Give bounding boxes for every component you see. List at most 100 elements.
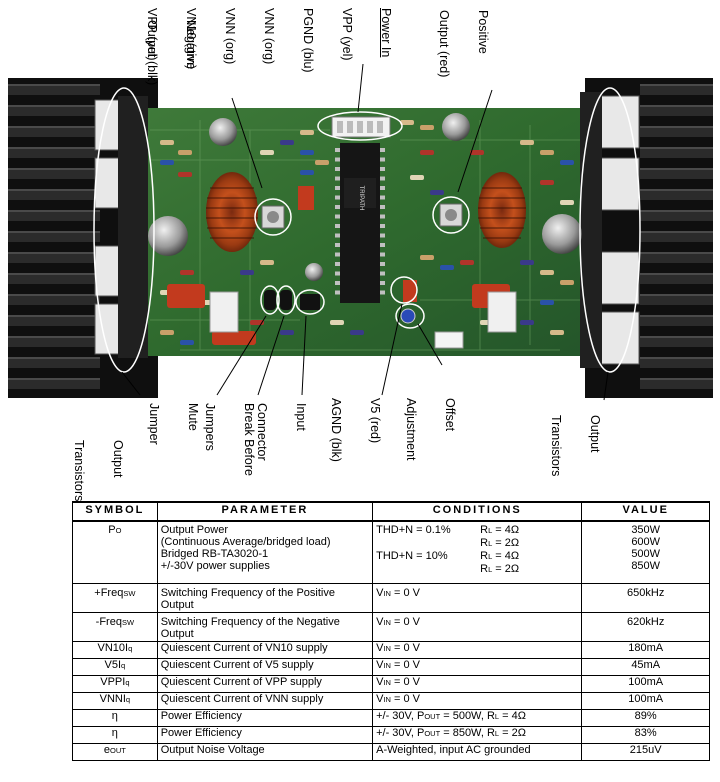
cell-parameter: Quiescent Current of VNN supply <box>156 691 374 710</box>
cell-parameter: Quiescent Current of VPP supply <box>156 674 374 693</box>
capacitor <box>209 118 237 146</box>
power-in-line: VPP (yel) <box>340 8 354 61</box>
label-line: Offset <box>443 398 457 432</box>
table-row: V5Iq Quiescent Current of V5 supply VIN … <box>72 657 710 676</box>
table-row: eOUT Output Noise Voltage A-Weighted, in… <box>72 742 710 761</box>
symbol-subscript: q <box>121 660 126 670</box>
rl-text: R <box>480 550 489 562</box>
cell-symbol: PO <box>72 520 158 584</box>
rl-subscript: L <box>488 565 493 574</box>
label-line: Output (red) <box>437 10 451 78</box>
cell-value: 45mA <box>581 657 710 676</box>
cell-symbol: +FreqSW <box>72 582 158 613</box>
cell-parameter: Power Efficiency <box>156 708 374 727</box>
rl-value: = 2Ω <box>492 537 520 549</box>
cell-conditions: VIN = 0 V <box>372 674 583 693</box>
condition-rest: = 0 V <box>390 692 420 705</box>
condition-line: RL = 2Ω <box>376 537 578 550</box>
label-line: Transistors <box>549 415 563 477</box>
symbol-subscript: q <box>125 694 131 704</box>
label-line: Positive <box>476 10 490 54</box>
cell-symbol: -FreqSW <box>72 611 158 642</box>
break-before-jumper-part <box>280 290 292 310</box>
condition-subscript: OUT <box>424 711 441 721</box>
power-in-line: VNN (org) <box>223 8 237 65</box>
symbol-subscript: OUT <box>110 745 126 755</box>
rl-text: R <box>480 563 489 575</box>
cell-parameter: Output Noise Voltage <box>156 742 374 761</box>
value-line: 850W <box>631 560 661 572</box>
condition-subscript: IN <box>383 617 391 627</box>
cell-value: 215uV <box>581 742 710 761</box>
cell-conditions: VIN = 0 V <box>372 640 583 659</box>
condition-line: THD+N = 0.1% RL = 4Ω <box>376 524 578 537</box>
condition-subscript: IN <box>383 660 391 670</box>
condition-rest: = 850W, R <box>440 726 495 739</box>
condition-text: V <box>376 641 384 654</box>
cell-parameter: Power Efficiency <box>156 725 374 744</box>
power-in-title: Power In <box>379 8 393 58</box>
film-capacitor <box>403 280 417 302</box>
input-connector-part <box>300 294 320 310</box>
condition-text: +/- 30V, P <box>376 709 425 722</box>
condition-rest: = 0 V <box>390 658 420 671</box>
capacitor <box>542 214 582 254</box>
condition-rest: = 2Ω <box>499 726 526 739</box>
cell-value: 89% <box>581 708 710 727</box>
symbol-subscript: q <box>128 643 133 653</box>
header-conditions: CONDITIONS <box>372 501 583 522</box>
symbol-text: VNNI <box>99 692 126 705</box>
parameter-line: +/-30V power supplies <box>160 560 270 572</box>
tripath-ic: TRIPATH <box>335 143 385 303</box>
amplifier-board-photo: TRIPATH <box>8 63 713 401</box>
right-output-transistors <box>580 92 640 368</box>
header-parameter: PARAMETER <box>156 501 374 522</box>
film-capacitor <box>298 186 314 210</box>
label-line: Jumper <box>147 403 161 445</box>
cell-parameter: Switching Frequency of the Negative Outp… <box>156 611 374 642</box>
label-line: Adjustment <box>404 398 418 461</box>
label-line: Transistors <box>72 440 86 502</box>
label-line: Input <box>294 403 308 431</box>
condition-text: V <box>376 615 384 628</box>
cell-conditions: VIN = 0 V <box>372 611 583 642</box>
capacitor <box>305 263 323 281</box>
value-line: 500W <box>631 548 661 560</box>
table-header-row: SYMBOL PARAMETER CONDITIONS VALUE <box>72 501 710 522</box>
output-transistors-left-label: Output Transistors <box>59 440 150 501</box>
header-block <box>487 291 517 333</box>
label-line: Output <box>588 415 602 453</box>
condition-text: V <box>376 586 384 599</box>
cell-conditions: VIN = 0 V <box>372 691 583 710</box>
condition-text: V <box>376 692 384 705</box>
rl-value: = 4Ω <box>492 524 520 536</box>
table-row: VPPIq Quiescent Current of VPP supply VI… <box>72 674 710 693</box>
cell-symbol: VN10Iq <box>72 640 158 659</box>
symbol-text: +Freq <box>94 586 124 599</box>
table-row: VNNIq Quiescent Current of VNN supply VI… <box>72 691 710 710</box>
thd-text: THD+N = 10% <box>376 550 448 562</box>
condition-subscript: IN <box>383 588 391 598</box>
label-line: V5 (red) <box>368 398 382 444</box>
condition-rest: = 0 V <box>390 675 420 688</box>
offset-adjustment-label: Offset Adjustment <box>391 398 482 461</box>
cell-value: 100mA <box>581 674 710 693</box>
rl-subscript: L <box>488 526 493 535</box>
cell-parameter: Quiescent Current of VN10 supply <box>156 640 374 659</box>
symbol-text: -Freq <box>95 615 122 628</box>
symbol-text: η <box>111 709 118 722</box>
power-in-line: VNN (org) <box>262 8 276 65</box>
table-row: VN10Iq Quiescent Current of VN10 supply … <box>72 640 710 659</box>
thd-text: THD+N = 0.1% <box>376 524 451 536</box>
condition-rest: = 500W, R <box>440 709 495 722</box>
condition-line: RL = 2Ω <box>376 563 578 576</box>
table-row: -FreqSW Switching Frequency of the Negat… <box>72 611 710 642</box>
table-row: +FreqSW Switching Frequency of the Posit… <box>72 582 710 613</box>
rl-text: R <box>480 537 489 549</box>
condition-subscript: IN <box>383 677 391 687</box>
condition-rest: = 0 V <box>390 615 420 628</box>
rl-subscript: L <box>488 552 493 561</box>
symbol-subscript: O <box>115 526 122 535</box>
table-row: η Power Efficiency +/- 30V, POUT = 500W,… <box>72 708 710 727</box>
header-symbol: SYMBOL <box>72 501 158 522</box>
